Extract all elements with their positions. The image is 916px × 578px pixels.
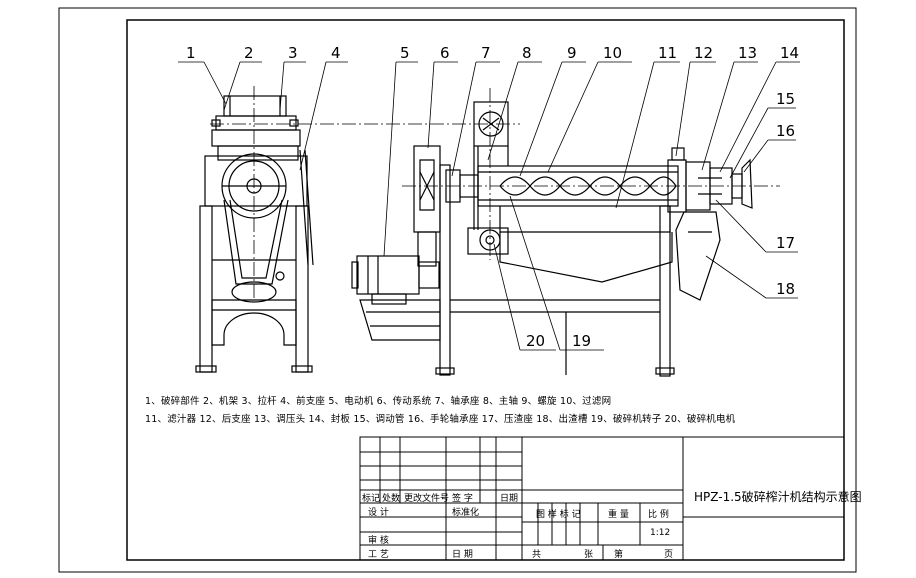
label-sheets: 共	[532, 550, 542, 560]
label-design: 设 计	[368, 508, 389, 518]
callout-4: 4	[331, 44, 341, 62]
callout-numbers: 1 2 3 4 5 6 7 8 9 10 11 12 13 14 15 16 1…	[186, 44, 799, 350]
callout-17: 17	[776, 234, 795, 252]
callout-1: 1	[186, 44, 196, 62]
callout-6: 6	[440, 44, 450, 62]
rev-header-sign: 签 字	[452, 494, 473, 504]
rev-header-count: 处数	[382, 494, 401, 504]
callout-2: 2	[244, 44, 254, 62]
label-process: 工 艺	[368, 550, 389, 560]
callout-11: 11	[658, 44, 677, 62]
rev-header-mark: 标记	[362, 494, 381, 504]
callout-18: 18	[776, 280, 795, 298]
callout-5: 5	[400, 44, 410, 62]
drawing-title: HPZ-1.5破碎榨汁机结构示意图	[694, 490, 862, 504]
label-date: 日 期	[452, 550, 473, 560]
center-lines	[210, 86, 780, 300]
label-scale: 比 例	[648, 510, 669, 520]
label-review: 审 核	[368, 536, 389, 546]
callout-9: 9	[567, 44, 577, 62]
legend-line-2: 11、滤汁器 12、后支座 13、调压头 14、封板 15、调动管 16、手轮轴…	[145, 414, 736, 425]
label-sheet-no: 第	[614, 550, 624, 560]
callout-8: 8	[522, 44, 532, 62]
inner-border	[126, 19, 845, 561]
callout-3: 3	[288, 44, 298, 62]
callout-15: 15	[776, 90, 795, 108]
callout-13: 13	[738, 44, 757, 62]
label-drawing-mark: 图 样 标 记	[536, 510, 581, 520]
rev-header-file: 更改文件号	[404, 494, 450, 504]
callout-10: 10	[603, 44, 622, 62]
outer-border	[58, 7, 857, 573]
leader-lines	[178, 61, 800, 351]
legend-line-1: 1、破碎部件 2、机架 3、拉杆 4、前支座 5、电动机 6、传动系统 7、轴承…	[145, 396, 612, 407]
end-view	[195, 95, 314, 373]
callout-20: 20	[526, 332, 545, 350]
label-weight: 重 量	[608, 510, 629, 520]
callout-19: 19	[572, 332, 591, 350]
label-page: 页	[664, 550, 674, 560]
scale-value: 1:12	[650, 528, 671, 538]
callout-14: 14	[780, 44, 799, 62]
title-block-lines	[359, 436, 845, 561]
label-standardize: 标准化	[452, 508, 480, 518]
callout-16: 16	[776, 122, 795, 140]
callout-7: 7	[481, 44, 491, 62]
rev-header-date: 日期	[500, 494, 519, 504]
callout-12: 12	[694, 44, 713, 62]
side-view	[351, 101, 753, 377]
label-sheet-of: 张	[584, 550, 594, 560]
